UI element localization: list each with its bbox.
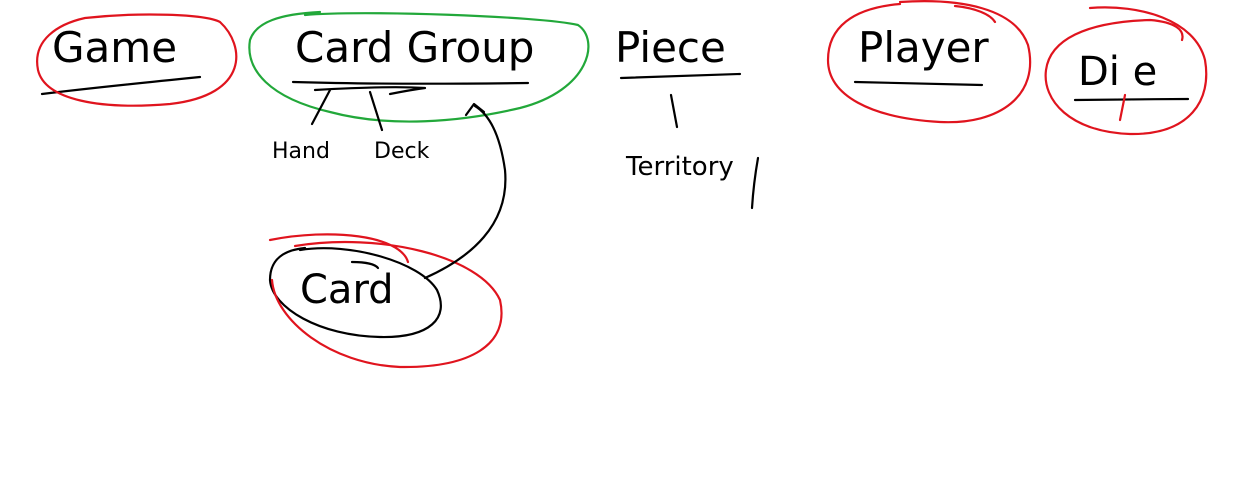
- node-piece-underline: [619, 72, 742, 80]
- edge-deck-to-card-group: [368, 90, 384, 132]
- node-card: Card: [268, 233, 503, 369]
- node-player: Player: [826, 0, 1032, 124]
- node-player-underline: [853, 80, 984, 87]
- node-player-red-circle: [826, 0, 1032, 124]
- node-game-underline: [40, 75, 202, 96]
- edge-card-to-card-group: [423, 102, 507, 280]
- edge-hand-to-card-group: [310, 88, 332, 126]
- node-card-group-label: Card Group: [295, 23, 534, 72]
- node-card-red-circle: [268, 233, 503, 369]
- arrow-head: [464, 102, 486, 117]
- node-card-group: Card Group Hand Deck: [248, 10, 590, 164]
- node-card-black-ellipse: [268, 246, 442, 339]
- node-die-red-circle: [1044, 6, 1208, 136]
- sub-label-territory: Territory: [625, 152, 734, 182]
- node-piece: Piece Territory: [615, 23, 760, 210]
- arrow-shaft: [423, 104, 507, 280]
- node-card-label: Card: [300, 267, 394, 313]
- node-card-overstroke: [350, 260, 380, 270]
- node-die: Di e: [1044, 6, 1208, 136]
- node-card-group-underline: [291, 80, 530, 85]
- node-die-underline: [1073, 97, 1190, 102]
- node-game: Game: [36, 13, 238, 107]
- sub-label-hand: Hand: [272, 139, 330, 164]
- node-die-red-tick: [1118, 93, 1127, 122]
- territory-tail-stroke: [750, 156, 760, 210]
- sub-label-deck: Deck: [374, 139, 430, 164]
- node-game-red-circle: [36, 13, 238, 107]
- node-die-label: Di e: [1078, 49, 1157, 95]
- edge-territory-to-piece: [669, 93, 679, 129]
- node-piece-label: Piece: [615, 23, 726, 72]
- node-player-label: Player: [858, 23, 989, 72]
- node-card-group-inheritance-mark: [313, 86, 427, 96]
- node-card-group-green-circle: [248, 10, 590, 123]
- node-game-label: Game: [52, 23, 177, 72]
